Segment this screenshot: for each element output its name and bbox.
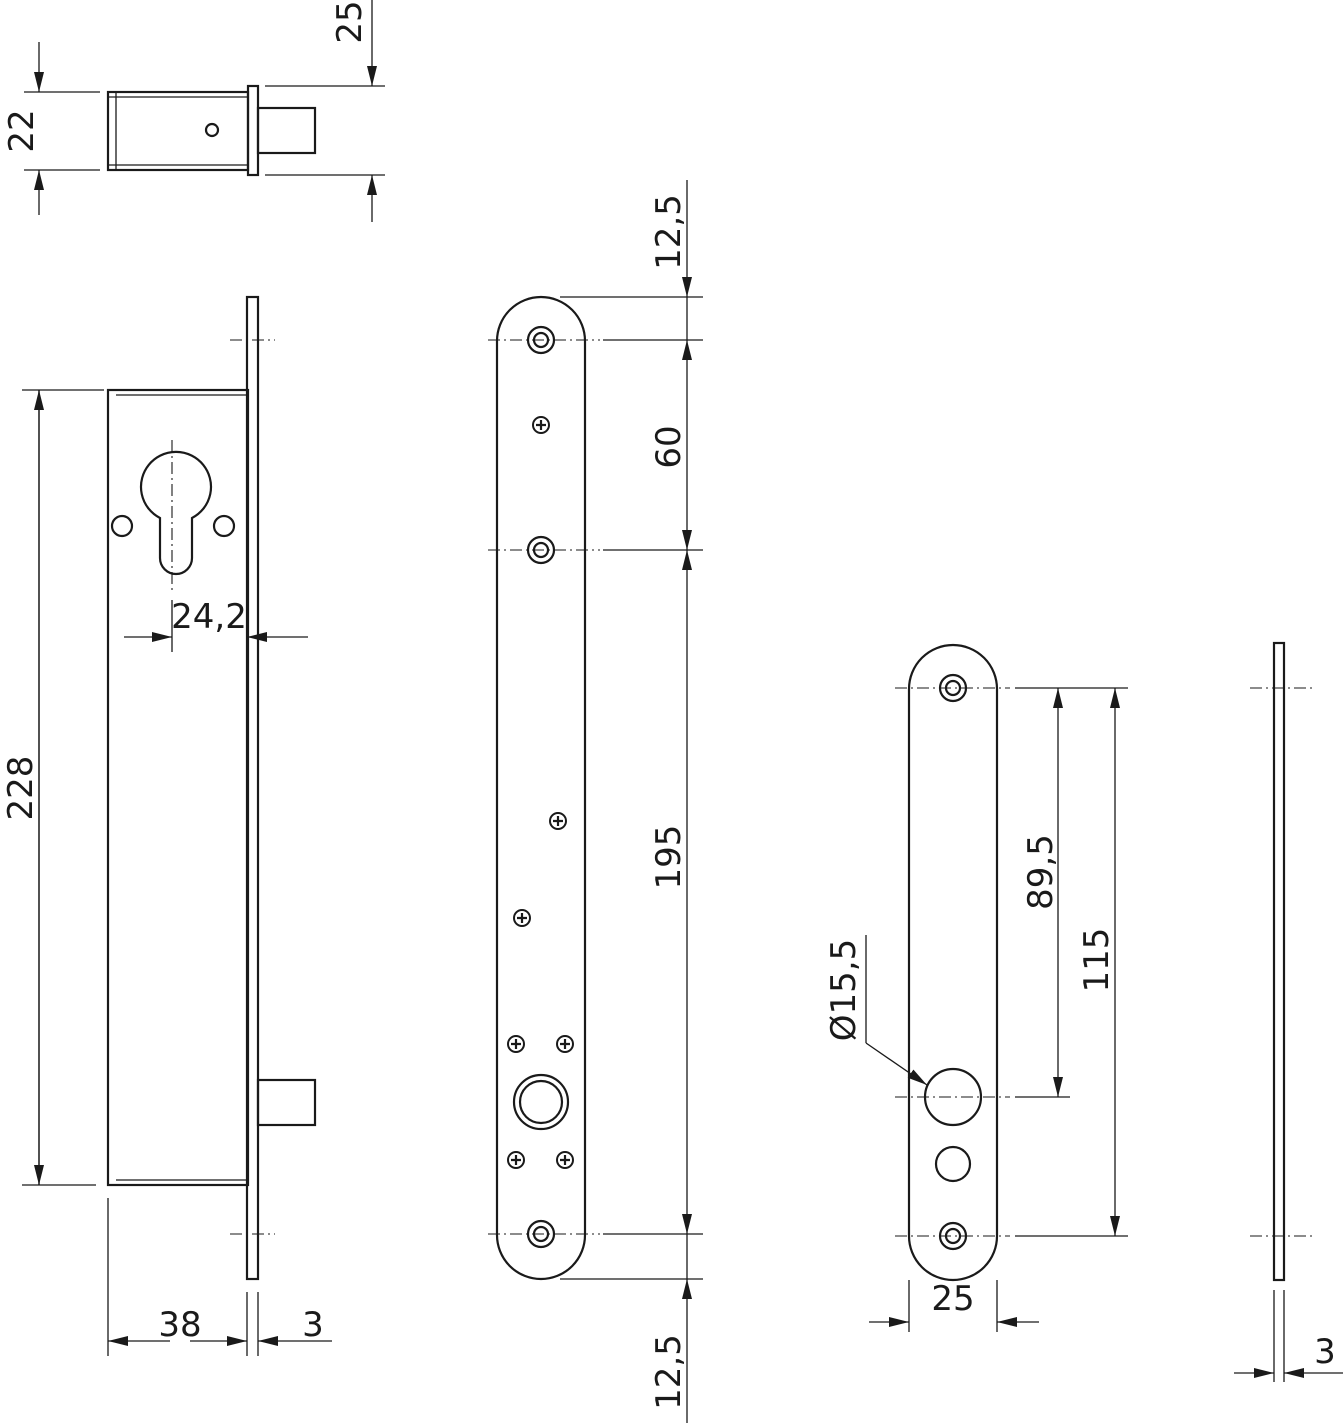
dim-strike-hole-distance: 89,5 [1021,834,1061,910]
strike-secondary-hole [934,1145,972,1183]
top-view-faceplate [246,84,260,177]
top-view-body [106,90,250,172]
screw-icon [532,416,550,434]
top-view-bolt [256,106,317,155]
dim-faceplate-hole-spacing-lower: 195 [649,825,689,890]
bolt-opening [512,1073,570,1131]
dim-strike-hole-spacing: 115 [1077,928,1117,993]
dim-lock-body-height: 228 [1,756,41,821]
screw-icon [556,1151,574,1169]
strike-plate-view: 89,5 115 Ø15,5 25 [824,643,1128,1332]
screw-icon [507,1151,525,1169]
faceplate-front-view: 12,5 60 195 12,5 [488,180,703,1423]
dim-backset: 24,2 [171,597,247,637]
fixing-hole-left [110,514,134,538]
dim-faceplate-bottom-margin: 12,5 [649,1334,689,1410]
dim-faceplate-hole-spacing-upper: 60 [649,425,689,468]
dim-top-bolt-offset: 25 [330,0,370,43]
dim-body-depth: 38 [158,1305,201,1345]
dim-strike-hole-diameter: Ø15,5 [824,939,864,1041]
strike-side-view: 3 [1234,641,1343,1382]
screw-icon [513,909,531,927]
lock-bolt [256,1078,317,1127]
screw-icon [549,812,567,830]
top-view: 22 25 [2,0,385,222]
strike-side [1272,641,1286,1282]
cylinder-cutout [139,450,213,576]
fixing-hole-right [212,514,236,538]
dim-faceplate-thickness: 3 [302,1305,324,1345]
faceplate-front [495,295,587,1281]
dim-strike-thickness: 3 [1314,1332,1336,1372]
screw-icon [507,1035,525,1053]
dim-strike-width: 25 [931,1279,974,1319]
lock-body [106,388,250,1187]
top-view-hole [204,122,220,138]
lock-faceplate [245,295,260,1281]
dim-top-view-height: 22 [2,109,42,152]
lock-body-view: 228 24,2 38 3 [1,295,332,1356]
screw-icon [556,1035,574,1053]
strike-plate [907,643,999,1282]
dim-faceplate-top-margin: 12,5 [649,194,689,270]
